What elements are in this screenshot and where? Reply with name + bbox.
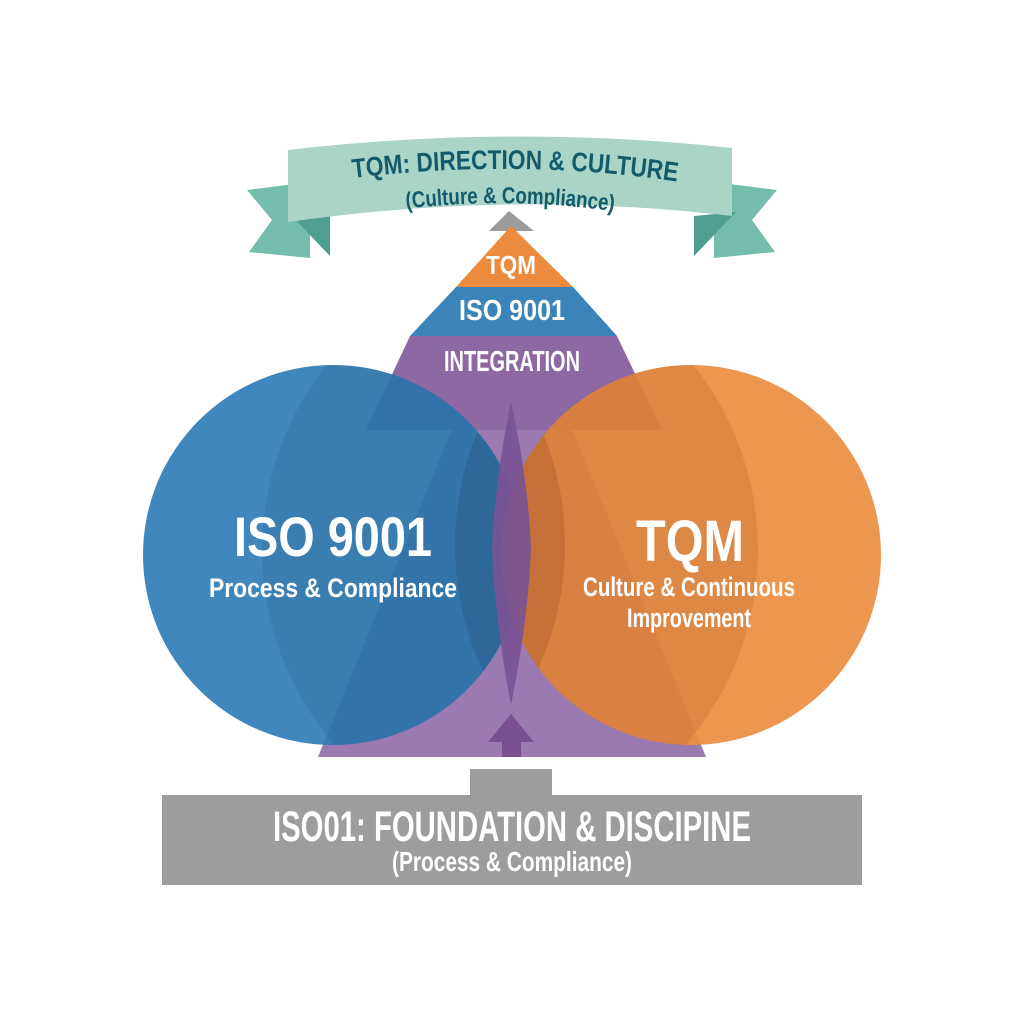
bottom-banner-bar bbox=[162, 795, 862, 885]
right-circle-subtitle-line1: Culture & Continuous bbox=[583, 572, 795, 602]
top-ribbon-banner: TQM: DIRECTION & CULTURE (Culture & Comp… bbox=[247, 136, 777, 258]
ribbon-fold-right bbox=[694, 212, 736, 256]
ribbon-band bbox=[288, 136, 732, 222]
apex-arrow-up-icon bbox=[489, 211, 534, 231]
pyramid-label-iso9001: ISO 9001 bbox=[459, 295, 565, 327]
pyramid-label-integration: INTEGRATION bbox=[444, 346, 580, 378]
ribbon-fold-left bbox=[288, 212, 330, 256]
tqm-circle bbox=[501, 365, 881, 745]
left-circle-title: ISO 9001 bbox=[234, 505, 432, 568]
venn-left-circle bbox=[143, 365, 523, 745]
funnel-up-arrow-icon bbox=[488, 714, 534, 757]
right-circle-subtitle-line2: Improvement bbox=[627, 603, 751, 633]
tqm-circle-shade-mid bbox=[501, 365, 758, 745]
right-circle-title: TQM bbox=[636, 509, 744, 574]
bottom-banner-title: ISO01: FOUNDATION & DISCIPINE bbox=[273, 803, 751, 851]
bottom-banner-tab bbox=[470, 769, 552, 796]
left-circle-subtitle: Process & Compliance bbox=[209, 573, 457, 603]
iso9001-circle bbox=[143, 365, 523, 745]
venn-overlap-lens bbox=[492, 402, 531, 705]
pyramid-label-tqm: TQM bbox=[486, 250, 536, 280]
bottom-banner: ISO01: FOUNDATION & DISCIPINE (Process &… bbox=[162, 769, 862, 885]
iso9001-circle-shade-mid bbox=[262, 365, 523, 745]
pyramid-level-tqm bbox=[456, 226, 573, 287]
pyramid-level-iso9001 bbox=[410, 287, 617, 336]
venn-right-circle bbox=[501, 365, 881, 745]
bottom-banner-subtitle: (Process & Compliance) bbox=[392, 846, 632, 877]
